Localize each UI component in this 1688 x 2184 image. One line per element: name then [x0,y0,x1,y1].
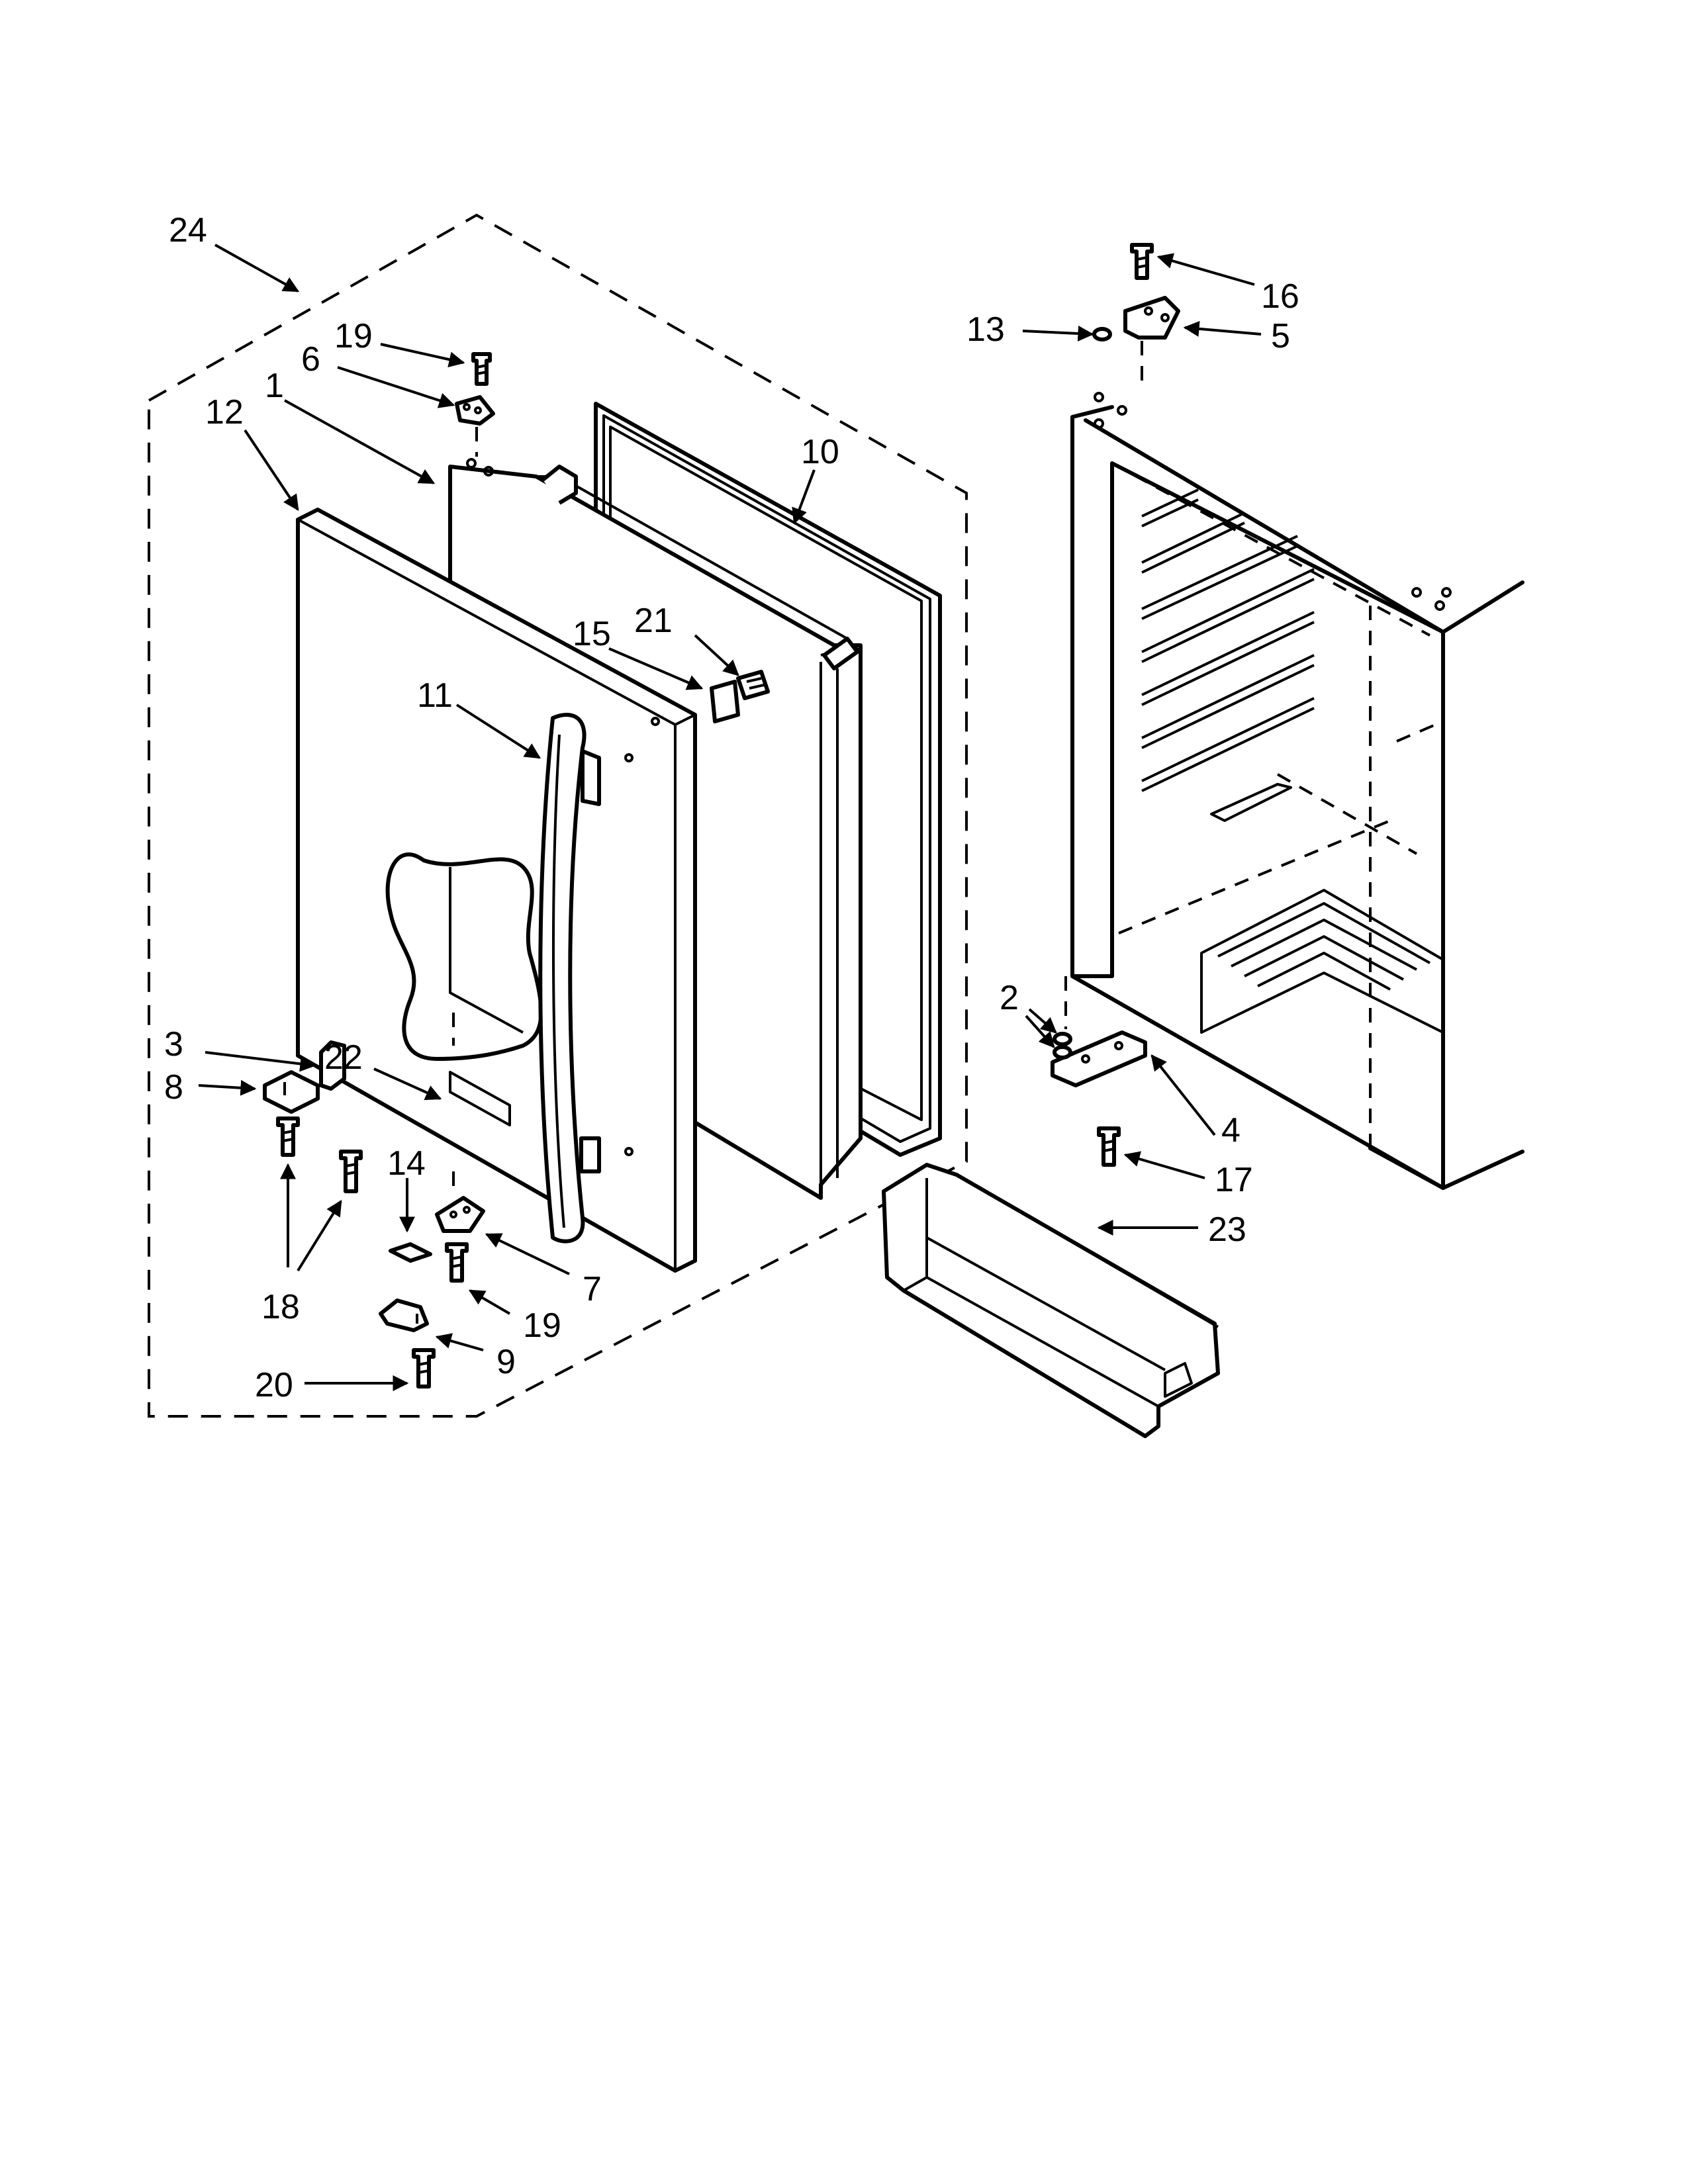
leader-6 [337,366,455,408]
callout-23: 23 [1208,1210,1246,1249]
callout-11: 11 [417,676,453,715]
door-stop [319,1040,346,1091]
handle-bracket [710,680,740,723]
callout-3: 3 [164,1025,183,1064]
leader-10 [792,469,816,525]
callout-14: 14 [387,1144,426,1183]
leader-2b [1025,1015,1055,1048]
leader-12 [244,429,299,511]
callout-15: 15 [573,615,611,653]
door-bin [882,1163,1220,1438]
leader-9 [435,1333,484,1351]
leader-13 [1022,325,1094,341]
callout-17: 17 [1215,1161,1253,1199]
leader-21 [694,634,739,676]
callout-22: 22 [324,1038,363,1077]
leader-1 [284,399,436,484]
hinge-screw-right [339,1150,363,1193]
leader-5 [1183,320,1262,337]
leader-18b [297,1199,342,1272]
leader-7 [485,1233,570,1275]
callout-1: 1 [265,367,284,405]
leader-3 [205,1051,316,1072]
door-handle [538,713,601,1244]
callout-13: 13 [966,310,1005,349]
leader-15 [608,647,704,690]
callout-6: 6 [301,340,320,379]
leader-19a [380,343,465,367]
spacer-washer [1053,1032,1072,1046]
door-panel-hole [624,753,633,762]
bottom-hinge-screw [445,1242,469,1283]
leader-16 [1156,253,1255,286]
leader-8 [198,1079,257,1096]
door-panel-hole [651,717,660,726]
assembly-boundary [148,213,968,1418]
door-closer-cam [379,1298,429,1332]
leader-19b [468,1289,511,1315]
hinge-shim [389,1242,432,1263]
callout-7: 7 [583,1270,602,1308]
cabinet-floor-grille [1200,889,1444,1034]
dispenser-opening [385,852,543,1061]
spacer-washer [1053,1045,1072,1060]
shoulder-screw [736,670,770,700]
callout-labels: 24 19 6 1 12 10 15 21 11 22 3 8 14 18 7 … [164,211,1299,1404]
leader-24 [214,244,300,293]
dispenser-inner-edge [449,867,524,1034]
callout-18: 18 [261,1288,300,1326]
callout-24: 24 [169,211,207,250]
leader-17 [1123,1151,1205,1179]
leader-11 [455,704,541,759]
hinge-washer [1092,327,1112,341]
top-hinge-screw [471,352,492,386]
cabinet-bottom-hinge [1051,1030,1147,1087]
leader-2a [1028,1008,1057,1034]
cabinet-hinge-screw [1130,243,1154,280]
callout-16: 16 [1261,277,1299,316]
callout-19: 19 [523,1306,561,1345]
cam-screw [412,1348,436,1388]
leader-4 [1150,1054,1216,1136]
bottom-hinge-bracket [263,1070,320,1114]
callout-10: 10 [801,433,839,471]
callout-12: 12 [205,393,244,432]
cabinet-shelf-support [1210,783,1292,822]
callout-19: 19 [334,317,373,355]
cabinet-vent-slots [1141,488,1315,792]
callout-2: 2 [1000,979,1019,1017]
callout-9: 9 [496,1343,516,1381]
door-liner-hole [466,458,477,469]
door-panel-hole [624,1147,633,1156]
leader-lines [198,244,1262,1391]
nameplate-badge [449,1071,511,1126]
callout-21: 21 [634,602,673,640]
cabinet-frame [1070,392,1524,1190]
callout-20: 20 [255,1366,293,1404]
cabinet-top-hinge [1123,296,1180,340]
door-liner-hole [483,466,494,477]
top-door-hinge [455,395,495,426]
callout-4: 4 [1221,1111,1241,1150]
callout-5: 5 [1271,317,1290,355]
callout-8: 8 [164,1068,183,1107]
bottom-door-hinge [435,1196,485,1233]
leader-22 [373,1068,442,1101]
hinge-screw-left [276,1116,300,1157]
bottom-hinge-bolt [1097,1126,1121,1167]
